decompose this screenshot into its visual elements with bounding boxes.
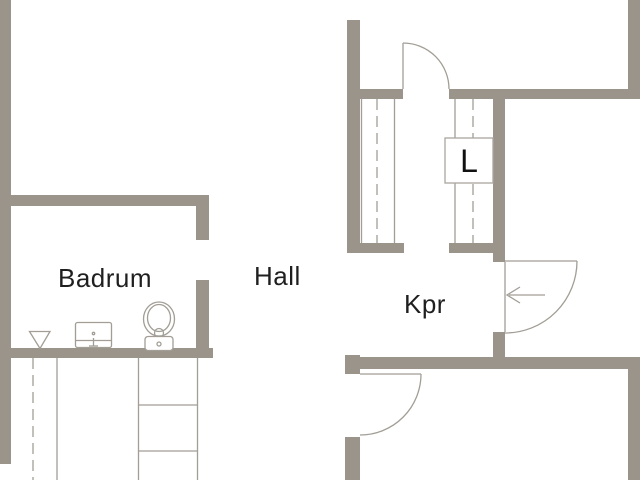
wall-lower-right-outer [628,357,640,480]
washbasin-icon [74,321,113,349]
wall-badrum-top [0,195,209,206]
room-label-badrum: Badrum [58,263,153,293]
shelf-unit-lower [137,358,199,480]
wall-bottom-main [345,357,640,369]
wardrobe-left-upper [360,99,396,243]
lower-room-door [359,373,422,436]
wardrobe-lower-left [32,358,58,480]
wall-badrum-right-upper [196,206,209,240]
wall-top-left-of-door [360,89,403,99]
wall-closet-cap-left [347,243,404,253]
wall-lower-left [345,437,360,480]
wall-closet-cap-right [449,243,493,253]
wall-badrum-bottom [0,348,213,358]
wall-left-outer [0,0,11,464]
room-label-l: L [460,142,478,179]
wall-closet-left [347,20,360,243]
closet-door [402,42,450,90]
wall-kpr-right [493,99,505,262]
wall-top-right-outer [628,0,640,99]
wall-badrum-right-lower [196,280,209,358]
wall-top-right-of-door [449,89,637,99]
wall-lower-door-stub [345,355,360,374]
room-label-hall: Hall [254,261,301,291]
entry-arrow-icon [505,286,545,304]
entry-door [504,260,578,334]
room-label-kpr: Kpr [404,289,446,319]
wall-kpr-right-lower [493,332,505,358]
toilet-icon [142,301,176,352]
floor-drain-icon [28,330,52,350]
